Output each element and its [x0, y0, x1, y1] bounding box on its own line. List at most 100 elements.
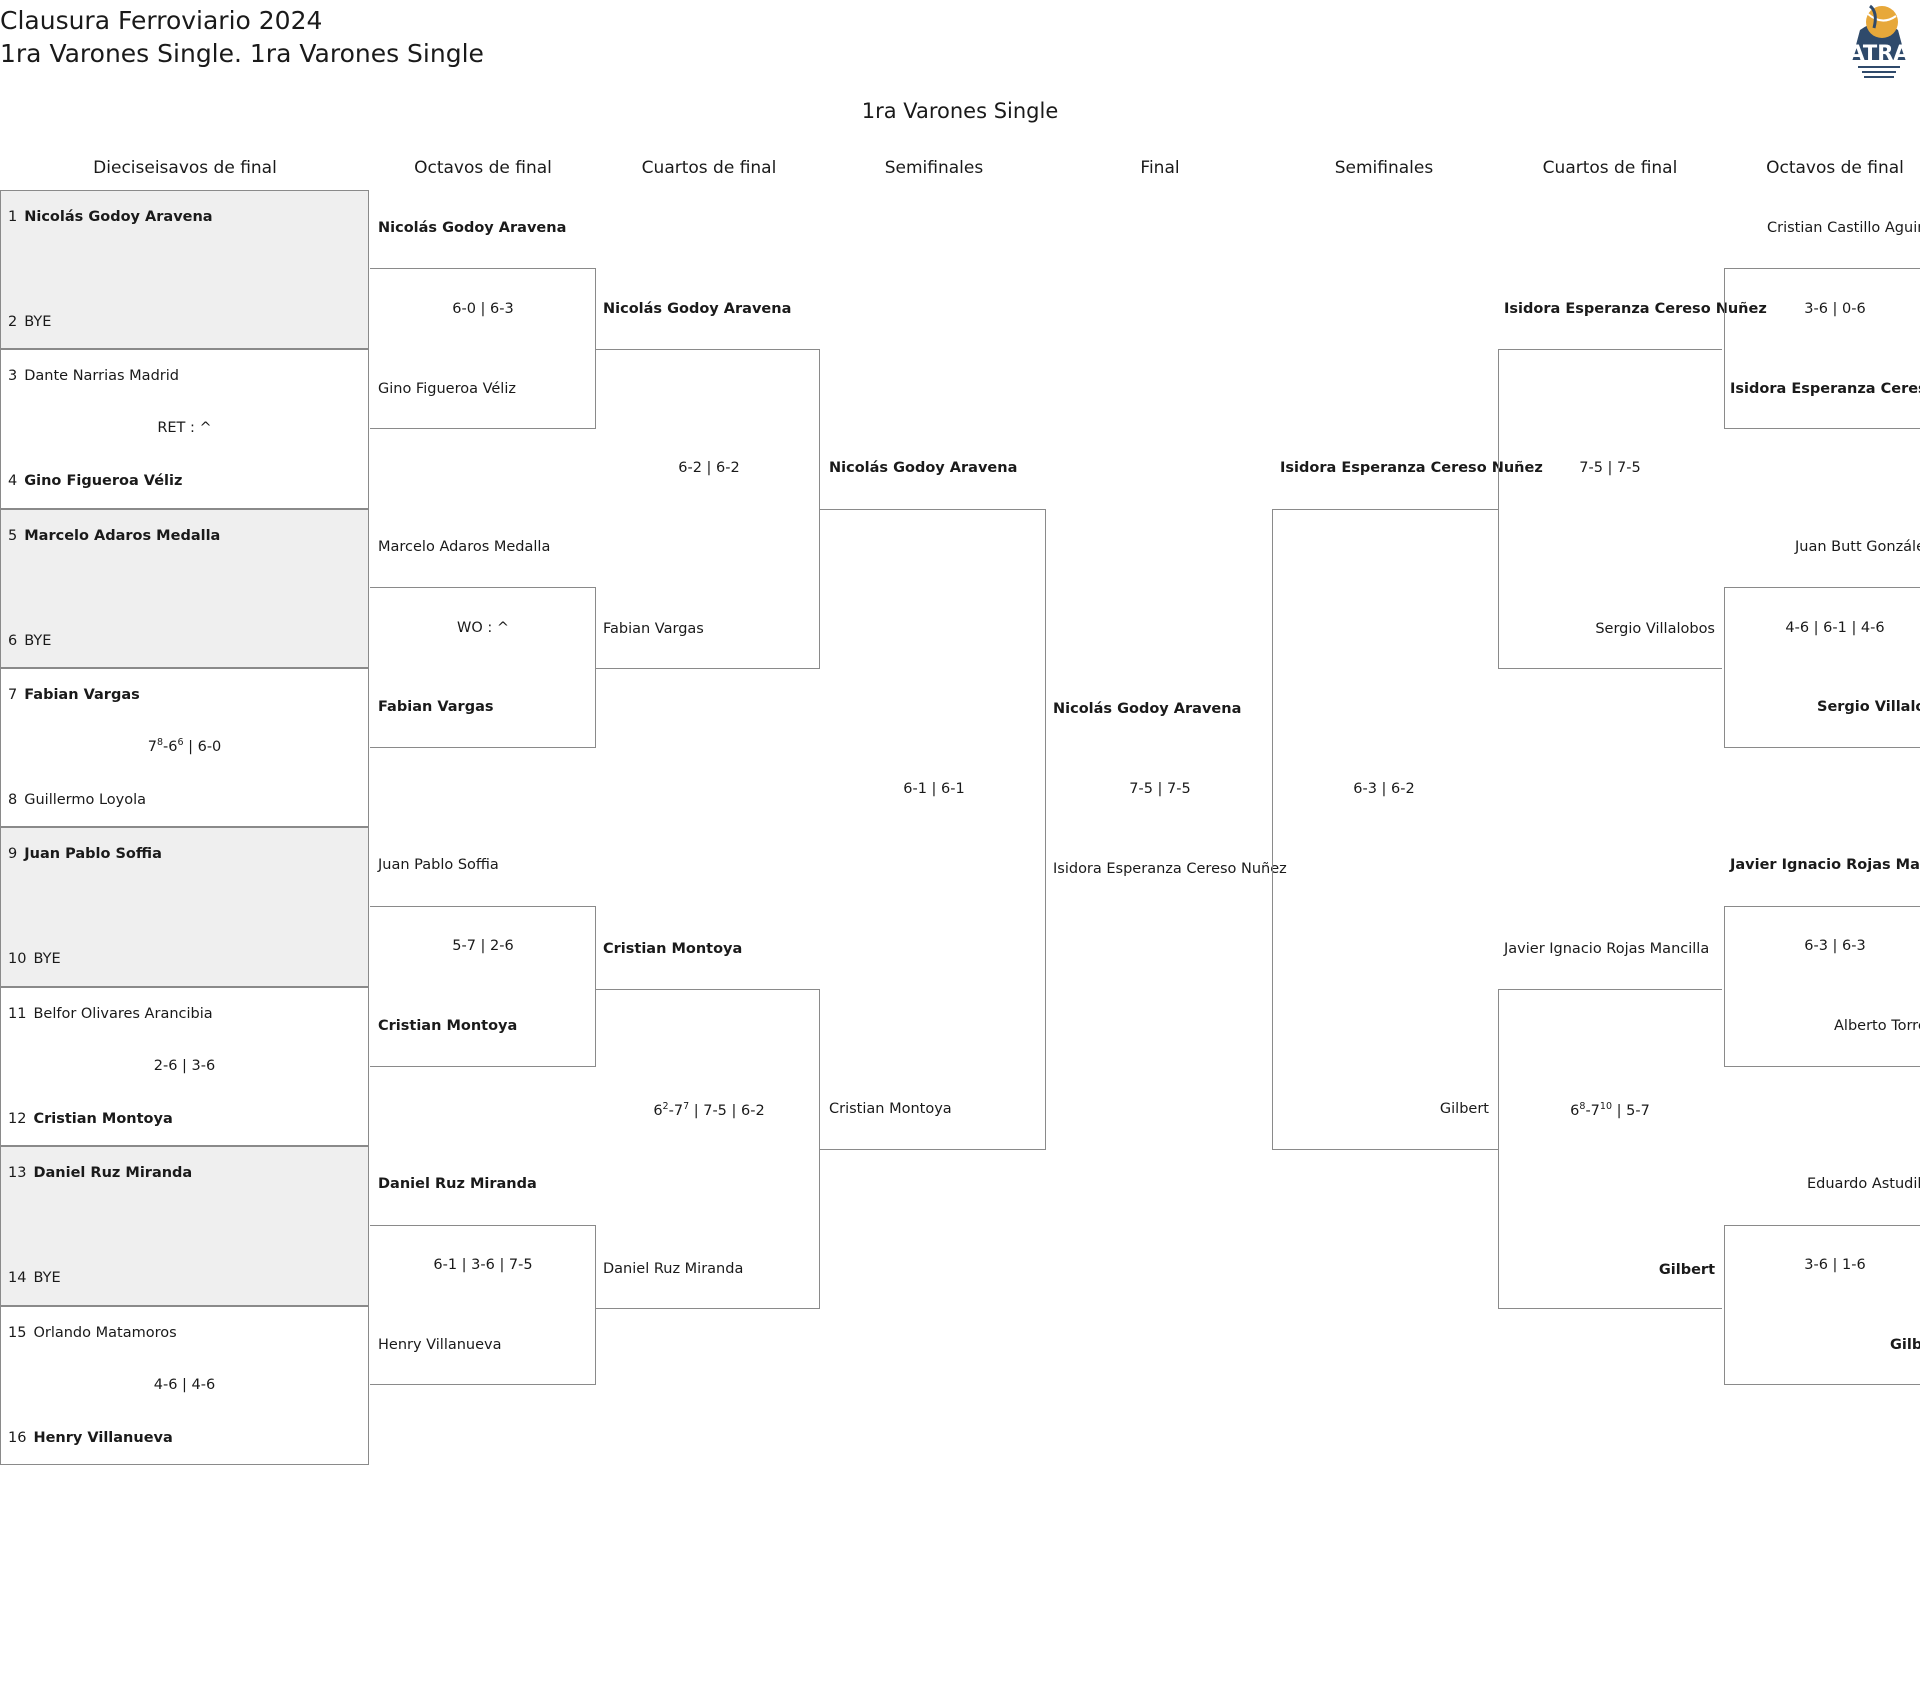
player-name: BYE — [24, 633, 52, 649]
player-name: Cristian Montoya — [33, 1111, 173, 1127]
player-name: Javier Ignacio Rojas Mancilla — [1504, 941, 1710, 957]
player-entry: 11 Belfor Olivares Arancibia — [8, 1004, 213, 1024]
player-name: BYE — [33, 951, 61, 967]
player-name: Cristian Montoya — [378, 1018, 518, 1034]
player-name: Marcelo Adaros Medalla — [378, 539, 551, 555]
player-name: Sergio Villalobos — [1817, 699, 1920, 715]
player-name: Guillermo Loyola — [24, 792, 147, 808]
player-name: Isidora Esperanza Cereso Nuñez — [1730, 381, 1920, 397]
player-name: Marcelo Adaros Medalla — [24, 528, 221, 544]
player-name: Nicolás Godoy Aravena — [1053, 701, 1242, 717]
player-entry: 4 Gino Figueroa Véliz — [8, 471, 182, 491]
bracket-connector — [370, 587, 596, 748]
player-name: Daniel Ruz Miranda — [378, 1176, 537, 1192]
match-score: 7-5 | 7-5 — [1579, 460, 1641, 476]
player-name: Gilbert — [1890, 1337, 1920, 1353]
round-header: Octavos de final — [414, 158, 552, 178]
match-score: 6-3 | 6-3 — [1804, 938, 1866, 954]
player-name: Javier Ignacio Rojas Mancilla — [1730, 857, 1920, 873]
seed-number: 10 — [8, 951, 27, 967]
bracket-connector — [1498, 989, 1722, 1309]
bracket-connector — [1724, 906, 1920, 1067]
round-header: Semifinales — [884, 158, 984, 178]
round-header: Cuartos de final — [1542, 158, 1678, 178]
player-name: Juan Butt González — [1795, 539, 1920, 555]
player-name: Fabian Vargas — [24, 687, 140, 703]
player-name: BYE — [24, 314, 52, 330]
player-entry: 16 Henry Villanueva — [8, 1428, 173, 1448]
player-name: BYE — [33, 1270, 61, 1286]
bracket-connector — [370, 268, 596, 429]
seed-number: 15 — [8, 1325, 27, 1341]
player-name: Isidora Esperanza Cereso Nuñez — [1280, 460, 1543, 476]
bracket-connector — [820, 509, 1046, 1150]
player-name: Gilbert — [1658, 1262, 1715, 1278]
match-score: 6-0 | 6-3 — [452, 301, 514, 317]
seed-number: 11 — [8, 1006, 27, 1022]
seed-number: 4 — [8, 473, 18, 489]
bracket-connector — [1724, 587, 1920, 748]
player-name: Gino Figueroa Véliz — [378, 381, 516, 397]
match-score: 78-66 | 6-0 — [147, 737, 222, 755]
player-name: Nicolás Godoy Aravena — [829, 460, 1018, 476]
match-score: 2-6 | 3-6 — [153, 1058, 216, 1074]
player-name: Fabian Vargas — [603, 621, 704, 637]
match-score: 3-6 | 0-6 — [1804, 301, 1866, 317]
match-score: 68-710 | 5-7 — [1570, 1101, 1650, 1119]
category-title: 1ra Varones Single. 1ra Varones Single — [0, 39, 484, 68]
seed-number: 3 — [8, 368, 18, 384]
seed-number: 5 — [8, 528, 18, 544]
seed-number: 8 — [8, 792, 18, 808]
logo-text: ATRA — [1848, 41, 1910, 65]
seed-number: 16 — [8, 1430, 27, 1446]
bracket-connector — [1498, 349, 1722, 669]
seed-number: 6 — [8, 633, 18, 649]
match-card: 11 Belfor Olivares Arancibia 12 Cristian Mo… — [0, 987, 369, 1146]
match-score: 5-7 | 2-6 — [452, 938, 514, 954]
player-name: Gino Figueroa Véliz — [24, 473, 183, 489]
match-score: 4-6 | 6-1 | 4-6 — [1785, 620, 1885, 636]
player-name: Alberto Torres — [1834, 1018, 1920, 1034]
player-name: Henry Villanueva — [378, 1337, 502, 1353]
bracket-connector — [1724, 1225, 1920, 1385]
player-entry: 8 Guillermo Loyola — [8, 790, 146, 810]
player-name: Belfor Olivares Arancibia — [33, 1006, 213, 1022]
player-entry: 12 Cristian Montoya — [8, 1109, 173, 1129]
player-name: Isidora Esperanza Cereso Nuñez — [1053, 861, 1287, 877]
match-card: 5 Marcelo Adaros Medalla 6 BYE — [0, 509, 369, 668]
bracket-connector — [596, 349, 820, 669]
match-score: 62-77 | 7-5 | 6-2 — [653, 1101, 765, 1119]
match-score: RET : ^ — [157, 420, 212, 436]
match-score: 6-3 | 6-2 — [1353, 781, 1415, 797]
bracket-connector — [1724, 268, 1920, 429]
seed-number: 9 — [8, 846, 18, 862]
match-score: 6-1 | 3-6 | 7-5 — [433, 1257, 533, 1273]
match-score: 7-5 | 7-5 — [1129, 781, 1191, 797]
player-name: Nicolás Godoy Aravena — [24, 209, 213, 225]
seed-number: 12 — [8, 1111, 27, 1127]
seed-number: 7 — [8, 687, 18, 703]
player-name: Daniel Ruz Miranda — [33, 1165, 193, 1181]
player-name: Eduardo Astudillo — [1807, 1176, 1920, 1192]
match-score: WO : ^ — [456, 620, 509, 636]
tournament-title: Clausura Ferroviario 2024 — [0, 6, 323, 35]
page-header: Clausura Ferroviario 2024 1ra Varones Si… — [0, 4, 484, 70]
player-entry: 5 Marcelo Adaros Medalla — [8, 526, 220, 546]
player-name: Isidora Esperanza Cereso Nuñez — [1504, 301, 1767, 317]
player-entry: 7 Fabian Vargas — [8, 685, 140, 705]
player-name: Henry Villanueva — [33, 1430, 173, 1446]
atra-logo: ATRA — [1838, 0, 1920, 82]
player-name: Cristian Montoya — [829, 1101, 952, 1117]
match-score: 6-1 | 6-1 — [903, 781, 965, 797]
player-entry: 10 BYE — [8, 949, 61, 969]
seed-number: 1 — [8, 209, 18, 225]
match-score: 4-6 | 4-6 — [153, 1377, 216, 1393]
player-name: Nicolás Godoy Aravena — [603, 301, 792, 317]
